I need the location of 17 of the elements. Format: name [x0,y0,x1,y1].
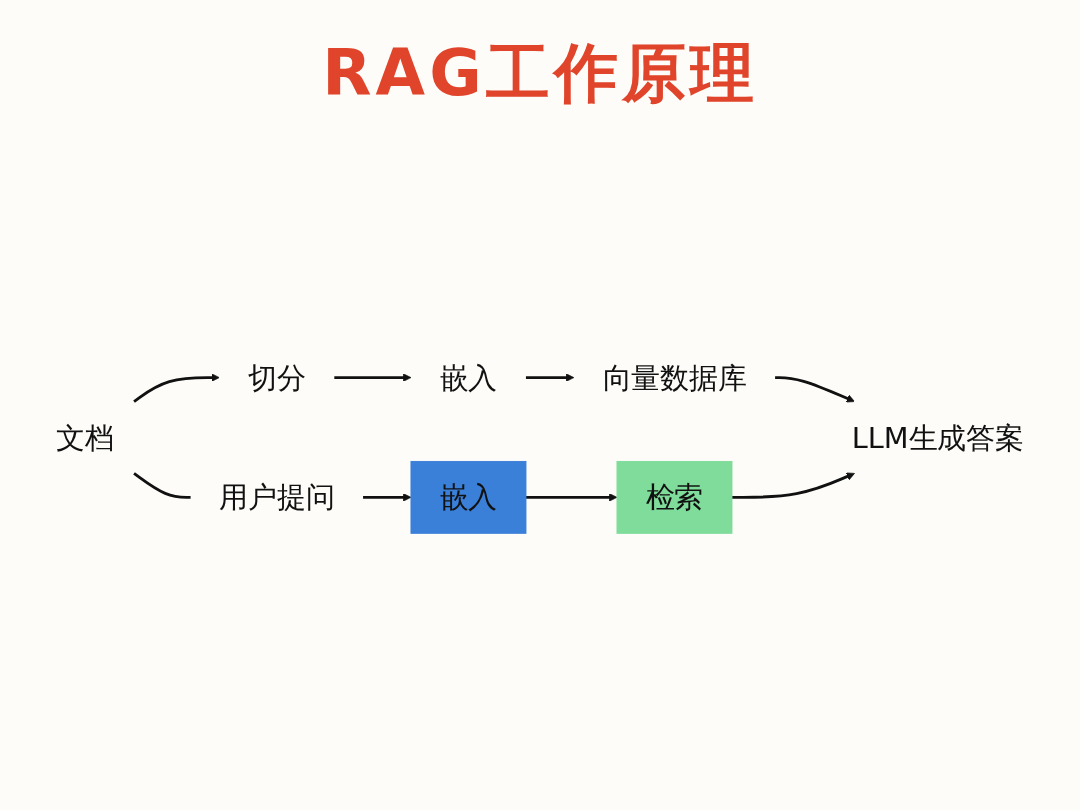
node-text: 用户提问 [219,480,335,514]
arrow [525,492,618,502]
node-text: 嵌入 [439,360,498,394]
arrow [133,372,220,403]
arrow [334,372,412,382]
title: RAG工作原理 [321,35,759,112]
node-box: 检索 [616,460,733,534]
node-text: 向量数据库 [602,360,747,394]
node-text: 文档 [56,420,114,454]
node-text: LLM生成答案 [851,420,1024,454]
arrow [363,492,412,502]
node-box: 嵌入 [410,460,527,534]
node-text: 切分 [248,360,306,394]
arrow [525,372,575,382]
arrow [775,375,855,402]
connector [133,471,191,499]
arrow [731,472,855,499]
